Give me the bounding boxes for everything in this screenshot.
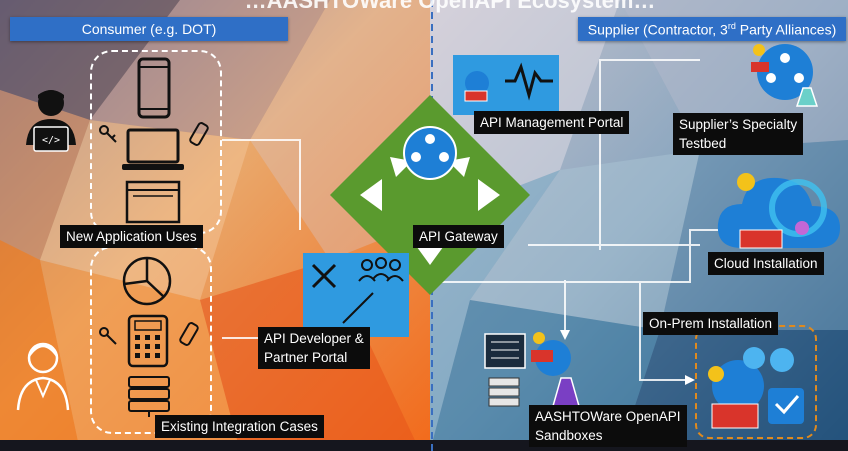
firewall-icon: [464, 90, 488, 102]
label-api-management-portal: API Management Portal: [474, 111, 630, 134]
label-api-gateway: API Gateway: [413, 225, 504, 248]
browser-window-icon: [125, 180, 181, 224]
consumer-header: Consumer (e.g. DOT): [10, 17, 288, 41]
pie-chart-icon: [122, 256, 172, 306]
cloud-icon: [717, 173, 840, 249]
sandbox-icon-cluster: [484, 332, 580, 407]
phone-icon: [137, 57, 171, 119]
laptop-icon: [122, 128, 184, 170]
calculator-icon: [127, 314, 169, 368]
gear-icon: [743, 347, 765, 369]
label-supplier-specialty-testbed: Supplier’s Specialty Testbed: [673, 113, 804, 155]
api-gateway-globe-icon: [403, 126, 457, 180]
key-icon: [99, 125, 117, 143]
developer-icon: </>: [26, 90, 76, 152]
svg-text:</>: </>: [42, 135, 60, 146]
security-token-icon: [189, 122, 209, 146]
firewall-icon-2: [751, 62, 769, 72]
security-token-icon-2: [179, 322, 199, 346]
slide-title-fragment: …AASHTOWare OpenAPI Ecosystem…: [244, 0, 656, 13]
label-api-developer-portal: API Developer & Partner Portal: [258, 327, 370, 369]
blueprint-icon: [484, 333, 526, 369]
monitor-chart-icon: [453, 55, 559, 115]
team-icon: [358, 257, 404, 282]
shield-check-icon: [774, 395, 800, 415]
flask-icon: [795, 87, 819, 107]
lock-icon: [753, 44, 765, 56]
onprem-install-icon: [708, 347, 804, 429]
label-existing-integration: Existing Integration Cases: [155, 415, 324, 438]
supplier-header-text: Supplier (Contractor, 3rd Party Alliance…: [587, 20, 837, 38]
supplier-header: Supplier (Contractor, 3rd Party Alliance…: [578, 17, 846, 41]
tools-icon: [311, 263, 337, 289]
user-icon: [16, 342, 70, 411]
docs-stack-icon: [488, 377, 520, 407]
specialty-testbed-icon: [751, 44, 819, 107]
server-icon: [128, 376, 170, 417]
label-openapi-sandboxes: AASHTOWare OpenAPI Sandboxes: [529, 405, 687, 447]
label-onprem-installation: On-Prem Installation: [643, 312, 779, 335]
consumer-header-text: Consumer (e.g. DOT): [81, 21, 217, 37]
lock-icon-2: [708, 366, 724, 382]
label-cloud-installation: Cloud Installation: [708, 252, 824, 275]
key-icon-2: [99, 327, 117, 345]
developer-portal-icon: [303, 253, 409, 337]
label-new-application-uses: New Application Uses: [60, 225, 203, 248]
flask-icon-2: [552, 377, 580, 407]
